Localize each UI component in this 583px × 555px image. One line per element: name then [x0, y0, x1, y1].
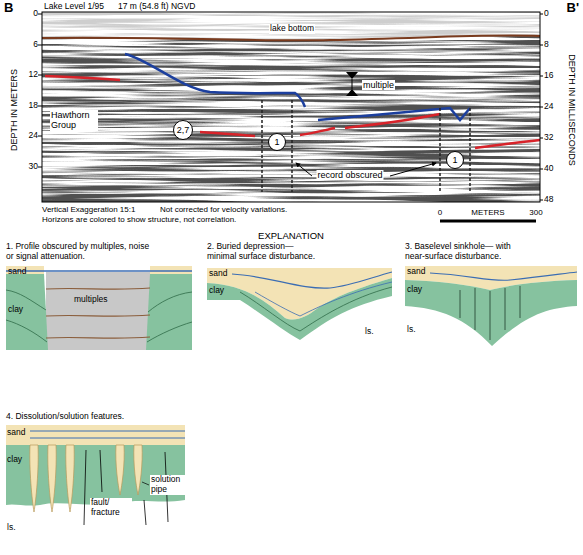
callout-circle: 1 — [446, 151, 464, 169]
figure-note: Horizons are colored to show structure, … — [42, 215, 236, 224]
material-label: fault/ fracture — [90, 498, 132, 518]
figure-note: Vertical Exaggeration 15:1 — [42, 205, 135, 214]
material-label: sand — [8, 267, 26, 277]
scale-label: 0 — [438, 208, 442, 217]
figure-note: Not corrected for velocity variations. — [160, 205, 287, 214]
material-label: multiples — [74, 295, 108, 305]
lake-level-note: Lake Level 1/95 — [44, 2, 104, 12]
material-label: solution pipe — [150, 475, 188, 495]
material-label: sand — [7, 428, 25, 438]
section-heading: EXPLANATION — [258, 231, 324, 242]
material-label: clay — [407, 285, 422, 295]
callout-circle: 2,7 — [173, 120, 193, 140]
panel-caption: 2. Buried depression— minimal surface di… — [207, 242, 319, 262]
axis-tick: 16 — [544, 71, 553, 81]
scale-label: METERS — [471, 208, 504, 217]
axis-tick: 24 — [544, 102, 553, 112]
callout-number: 1 — [452, 156, 457, 165]
seismic-profile — [38, 12, 543, 221]
panel-caption: 1. Profile obscured by multiples, noise … — [6, 242, 156, 262]
callout-number: 2,7 — [177, 126, 190, 135]
material-label: ls. — [365, 327, 374, 337]
panel-2-picture — [207, 268, 392, 340]
axis-tick: 32 — [544, 133, 553, 143]
explanation-panel: 3. Baselevel sinkhole— with near-surface… — [405, 265, 577, 350]
explanation-panel: 4. Dissolution/solution features.sandcla… — [6, 425, 185, 545]
scale-label: 300 — [529, 208, 542, 217]
section-letter: B — [4, 1, 13, 16]
callout-label: record obscured — [316, 170, 383, 180]
material-label: clay — [8, 305, 23, 315]
axis-tick: 48 — [544, 195, 553, 205]
axis-tick: 24 — [29, 131, 38, 141]
horizon-label: lake bottom — [269, 24, 315, 34]
callout-circle: 1 — [268, 133, 286, 151]
unit-label: Hawthorn Group — [50, 110, 98, 131]
multiple-label: multiple — [362, 80, 395, 90]
explanation-panel: 2. Buried depression— minimal surface di… — [207, 265, 392, 350]
axis-tick: 8 — [544, 40, 549, 50]
lake-level-note: 17 m (54.8 ft) NGVD — [118, 2, 195, 12]
axis-tick: 30 — [29, 162, 38, 172]
panel-1-picture — [6, 266, 192, 350]
material-label: clay — [7, 455, 22, 465]
explanation-panel: 1. Profile obscured by multiples, noise … — [6, 265, 192, 350]
panel-caption: 3. Baselevel sinkhole— with near-surface… — [405, 242, 523, 262]
material-label: clay — [209, 286, 224, 296]
axis-tick: 6 — [33, 40, 38, 50]
material-label: sand — [407, 267, 425, 277]
material-label: ls. — [7, 523, 16, 533]
axis-title: DEPTH IN METERS — [9, 69, 19, 151]
axis-tick: 0 — [33, 9, 38, 19]
panel-caption: 4. Dissolution/solution features. — [6, 412, 185, 422]
axis-tick: 40 — [544, 164, 553, 174]
callout-number: 1 — [274, 138, 279, 147]
axis-title: DEPTH IN MILLISECONDS — [567, 54, 577, 166]
axis-tick: 18 — [29, 101, 38, 111]
axis-tick: 12 — [29, 70, 38, 80]
material-label: sand — [209, 269, 227, 279]
material-label: ls. — [407, 325, 416, 335]
panel-3-picture — [405, 266, 577, 346]
section-letter: B' — [567, 1, 579, 16]
axis-tick: 0 — [544, 9, 549, 19]
